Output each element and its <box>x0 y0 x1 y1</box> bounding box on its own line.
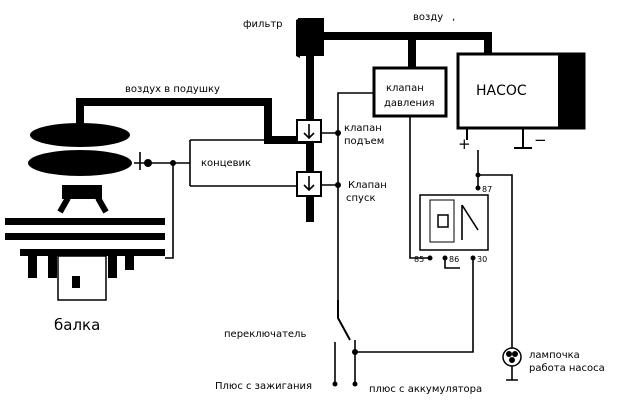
valve-up-label-1: клапан <box>344 123 382 134</box>
plus-battery-label: плюс с аккумулятора <box>369 384 482 395</box>
beam-label: балка <box>54 316 100 334</box>
air-cushion <box>28 123 132 214</box>
relay-pin-86: 86 <box>449 255 459 264</box>
pressure-valve <box>372 66 448 118</box>
relay-pin-85: 85 <box>414 255 424 264</box>
valve-up <box>296 119 322 143</box>
valve-down-label-2: спуск <box>346 193 376 204</box>
valve-down-label-1: Клапан <box>348 180 387 191</box>
limit-switch-wiring <box>134 139 297 259</box>
air-label: возду <box>413 12 443 23</box>
axle-beam <box>5 218 165 301</box>
pump-plus-label: + <box>458 135 471 153</box>
pump-label: НАСОС <box>476 83 527 99</box>
air-pipes <box>76 32 492 222</box>
pump <box>456 52 586 130</box>
filter-label: фильтр <box>243 19 283 30</box>
switch-label: переключатель <box>224 329 306 340</box>
air-filter <box>296 18 324 58</box>
pressure-valve-label-2: давления <box>384 98 435 109</box>
relay-pin-87: 87 <box>482 185 492 194</box>
relay <box>419 185 489 261</box>
air-to-cushion-label: воздух в подушку <box>125 84 220 95</box>
plus-ignition-label: Плюс с зажигания <box>215 381 312 392</box>
limit-switch-label: концевик <box>201 158 251 169</box>
lamp-icon <box>502 347 522 381</box>
valve-down <box>296 171 322 197</box>
pressure-valve-label-1: клапан <box>386 83 424 94</box>
svg-text:,: , <box>452 12 455 23</box>
valve-up-label-2: подъем <box>344 136 384 147</box>
lamp-label-1: лампочка <box>529 350 580 361</box>
pump-minus-label: − <box>534 131 547 149</box>
switch <box>332 300 358 387</box>
lamp-label-2: работа насоса <box>529 363 605 374</box>
relay-pin-30: 30 <box>477 255 487 264</box>
